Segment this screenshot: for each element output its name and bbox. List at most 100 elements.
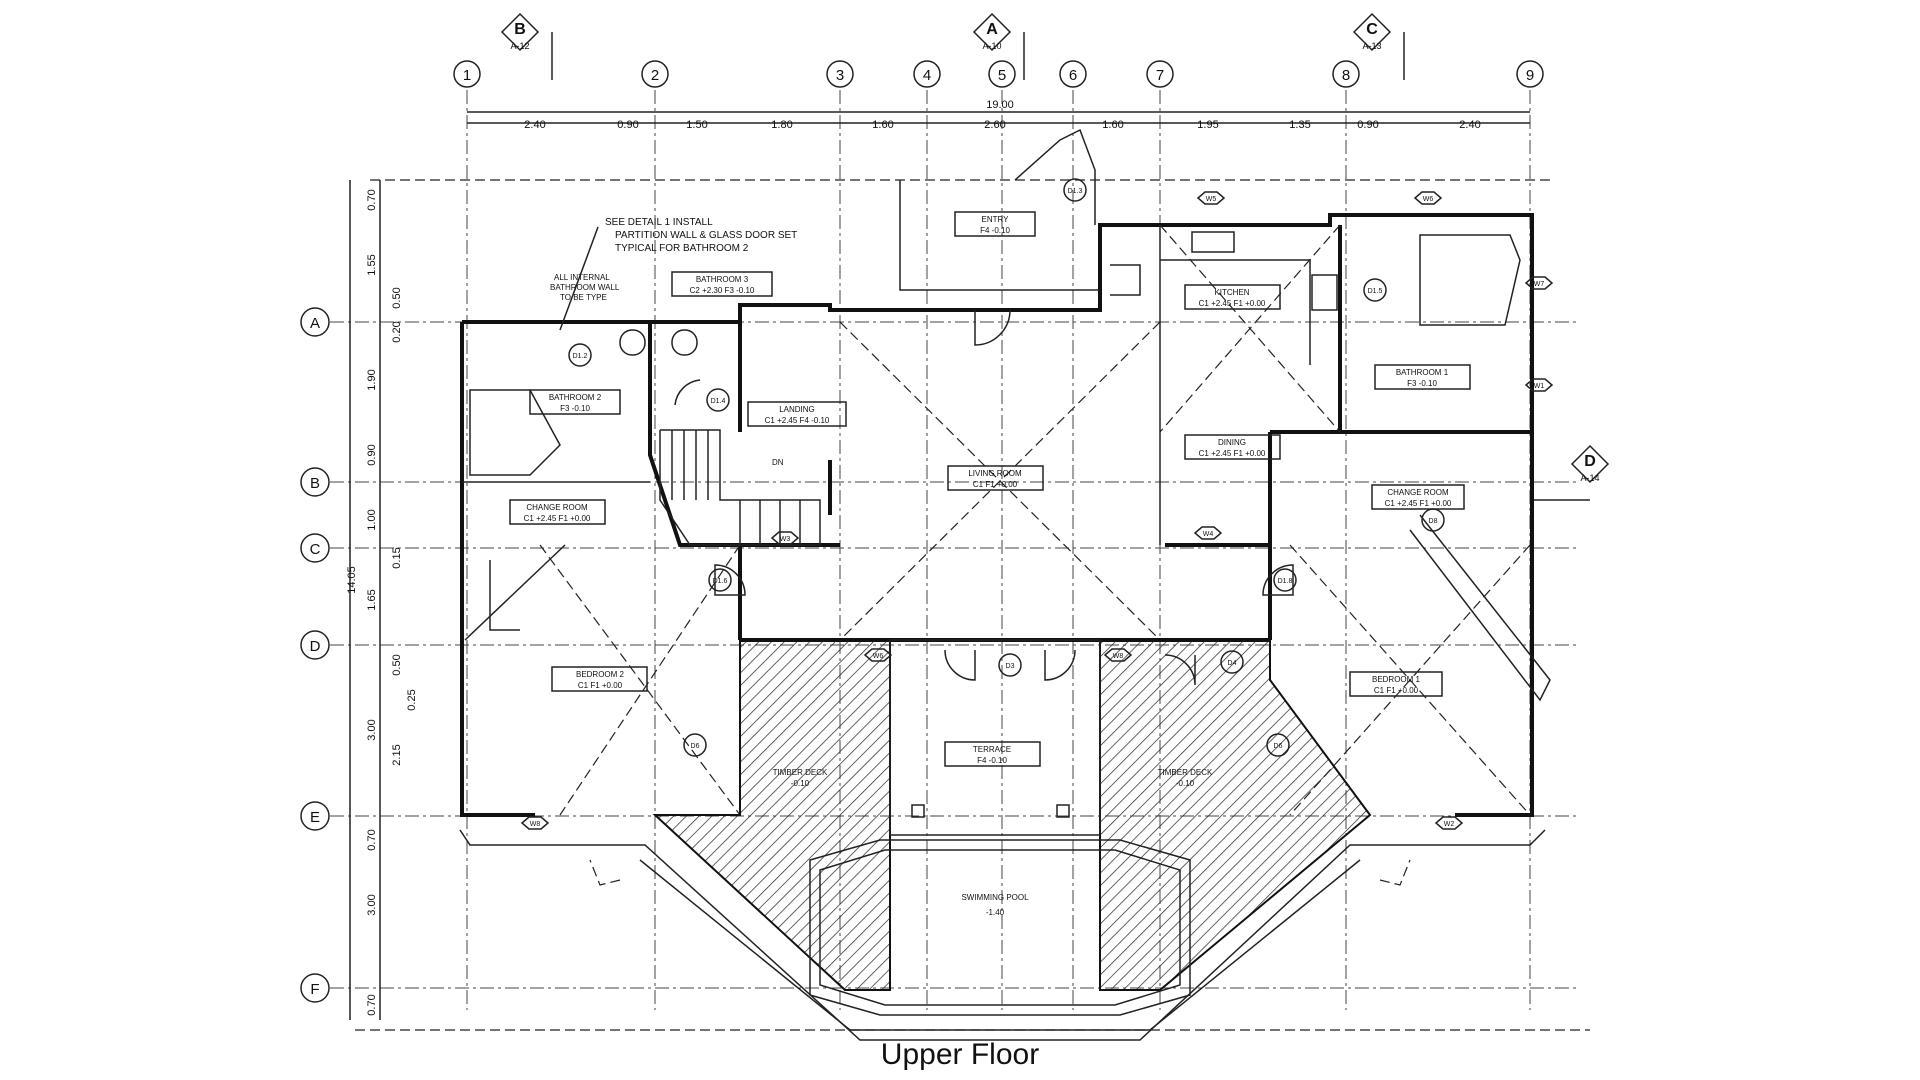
svg-text:D1.4: D1.4 [711,398,726,405]
svg-text:D: D [310,638,321,655]
grid-marker-A: A [300,307,330,337]
svg-text:D1.8: D1.8 [1278,578,1293,585]
grid-marker-7: 7 [1146,60,1174,88]
svg-text:BATHROOM WALL: BATHROOM WALL [550,283,620,292]
svg-text:1.60: 1.60 [1102,119,1123,131]
window-tag: W2 [1434,816,1464,830]
grid-marker-5: 5 [988,60,1016,88]
grid-marker-F: F [300,973,330,1003]
svg-text:C2 +2.30 F3 -0.10: C2 +2.30 F3 -0.10 [690,286,755,295]
svg-text:A-14: A-14 [1580,473,1599,483]
svg-text:D: D [1584,453,1596,470]
svg-text:D6: D6 [691,743,700,750]
svg-text:8: 8 [1342,67,1350,84]
svg-text:C1 F1 +0.00: C1 F1 +0.00 [578,681,623,690]
svg-text:W3: W3 [780,536,791,543]
svg-text:SWIMMING POOL: SWIMMING POOL [961,893,1029,902]
pool-outline [819,849,1181,1006]
svg-text:0.90: 0.90 [1357,119,1378,131]
svg-text:F4 -0.10: F4 -0.10 [980,226,1010,235]
svg-text:TERRACE: TERRACE [973,745,1011,754]
svg-text:D3: D3 [1006,663,1015,670]
grid-marker-6: 6 [1059,60,1087,88]
svg-text:19.00: 19.00 [986,99,1014,111]
svg-text:C: C [310,541,321,558]
svg-text:1: 1 [463,67,471,84]
svg-text:D1.5: D1.5 [1368,288,1383,295]
svg-text:W8: W8 [530,821,541,828]
window-tag: W7 [1524,276,1554,290]
svg-text:1.80: 1.80 [771,119,792,131]
svg-text:A: A [310,315,320,332]
svg-text:TIMBER DECK: TIMBER DECK [1158,768,1213,777]
svg-text:-0.10: -0.10 [791,779,810,788]
staircase [659,429,832,546]
svg-text:E: E [310,809,320,826]
door-tag: D1.2 [568,343,592,367]
room-label-bedroom1: BEDROOM 1C1 F1 +0.00 [1349,671,1443,697]
svg-text:W6: W6 [1423,196,1434,203]
svg-text:0.70: 0.70 [366,994,378,1015]
top-dimension-string: 19.00 2.40 0.90 1.50 1.80 1.60 2.60 1.60… [467,99,1530,131]
svg-text:1.00: 1.00 [366,509,378,530]
door-tag: D3 [998,653,1022,677]
svg-text:2: 2 [651,67,659,84]
svg-text:A-10: A-10 [982,41,1001,51]
svg-text:14.05: 14.05 [346,566,358,594]
svg-text:C1 +2.45 F1 +0.00: C1 +2.45 F1 +0.00 [524,514,591,523]
svg-text:LIVING ROOM: LIVING ROOM [968,469,1022,478]
room-label-living: LIVING ROOM C1 F1 +0.00 [947,465,1044,491]
svg-text:9: 9 [1526,67,1534,84]
grid-marker-2: 2 [641,60,669,88]
svg-text:-1.40: -1.40 [986,908,1005,917]
svg-text:A-12: A-12 [510,41,529,51]
svg-text:0.70: 0.70 [366,829,378,850]
svg-text:D1.6: D1.6 [713,578,728,585]
svg-text:TYPICAL FOR BATHROOM 2: TYPICAL FOR BATHROOM 2 [615,243,749,254]
room-label-bathroom1: BATHROOM 1F3 -0.10 [1374,364,1471,390]
svg-text:0.15: 0.15 [391,547,403,568]
ceiling-diagonals [539,224,1531,816]
svg-text:6: 6 [1069,67,1077,84]
svg-text:C1 +2.45 F1 +0.00: C1 +2.45 F1 +0.00 [1385,499,1452,508]
svg-text:CHANGE ROOM: CHANGE ROOM [1387,488,1449,497]
svg-text:B: B [514,21,526,38]
room-label-bedroom2: BEDROOM 2C1 F1 +0.00 [551,666,648,692]
svg-text:B: B [310,475,320,492]
svg-text:A: A [986,21,998,38]
svg-text:0.50: 0.50 [391,287,403,308]
svg-text:C1 F1 +0.00: C1 F1 +0.00 [973,480,1018,489]
svg-text:W6: W6 [873,653,884,660]
svg-text:W8: W8 [1113,653,1124,660]
svg-text:0.50: 0.50 [391,654,403,675]
window-tag: W1 [1524,378,1554,392]
svg-text:BATHROOM 2: BATHROOM 2 [549,393,602,402]
column-grid-markers: 1 2 3 4 5 6 7 8 9 [453,60,1544,88]
section-marker-D: D A-14 [1530,444,1610,501]
svg-text:W4: W4 [1203,531,1214,538]
svg-text:5: 5 [998,67,1006,84]
svg-text:4: 4 [923,67,931,84]
grid-marker-9: 9 [1516,60,1544,88]
door-tag: D8 [1421,508,1445,532]
svg-text:TO BE TYPE: TO BE TYPE [560,293,607,302]
door-tag: D1.5 [1363,278,1387,302]
door-tag: D1.8 [1273,568,1297,592]
svg-text:C1 +2.45 F1 +0.00: C1 +2.45 F1 +0.00 [1199,449,1266,458]
svg-text:-0.10: -0.10 [1176,779,1195,788]
svg-text:D6: D6 [1274,743,1283,750]
window-tag: W6 [863,648,893,662]
room-label-bathroom2: BATHROOM 2F3 -0.10 [529,389,621,415]
svg-text:C: C [1366,21,1378,38]
door-tag: D1.3 [1063,178,1087,202]
room-label-bathroom3: BATHROOM 3C2 +2.30 F3 -0.10 [671,271,773,297]
window-tag: W3 [770,531,800,545]
svg-text:1.35: 1.35 [1289,119,1310,131]
svg-text:3.00: 3.00 [366,894,378,915]
svg-text:A-13: A-13 [1362,41,1381,51]
